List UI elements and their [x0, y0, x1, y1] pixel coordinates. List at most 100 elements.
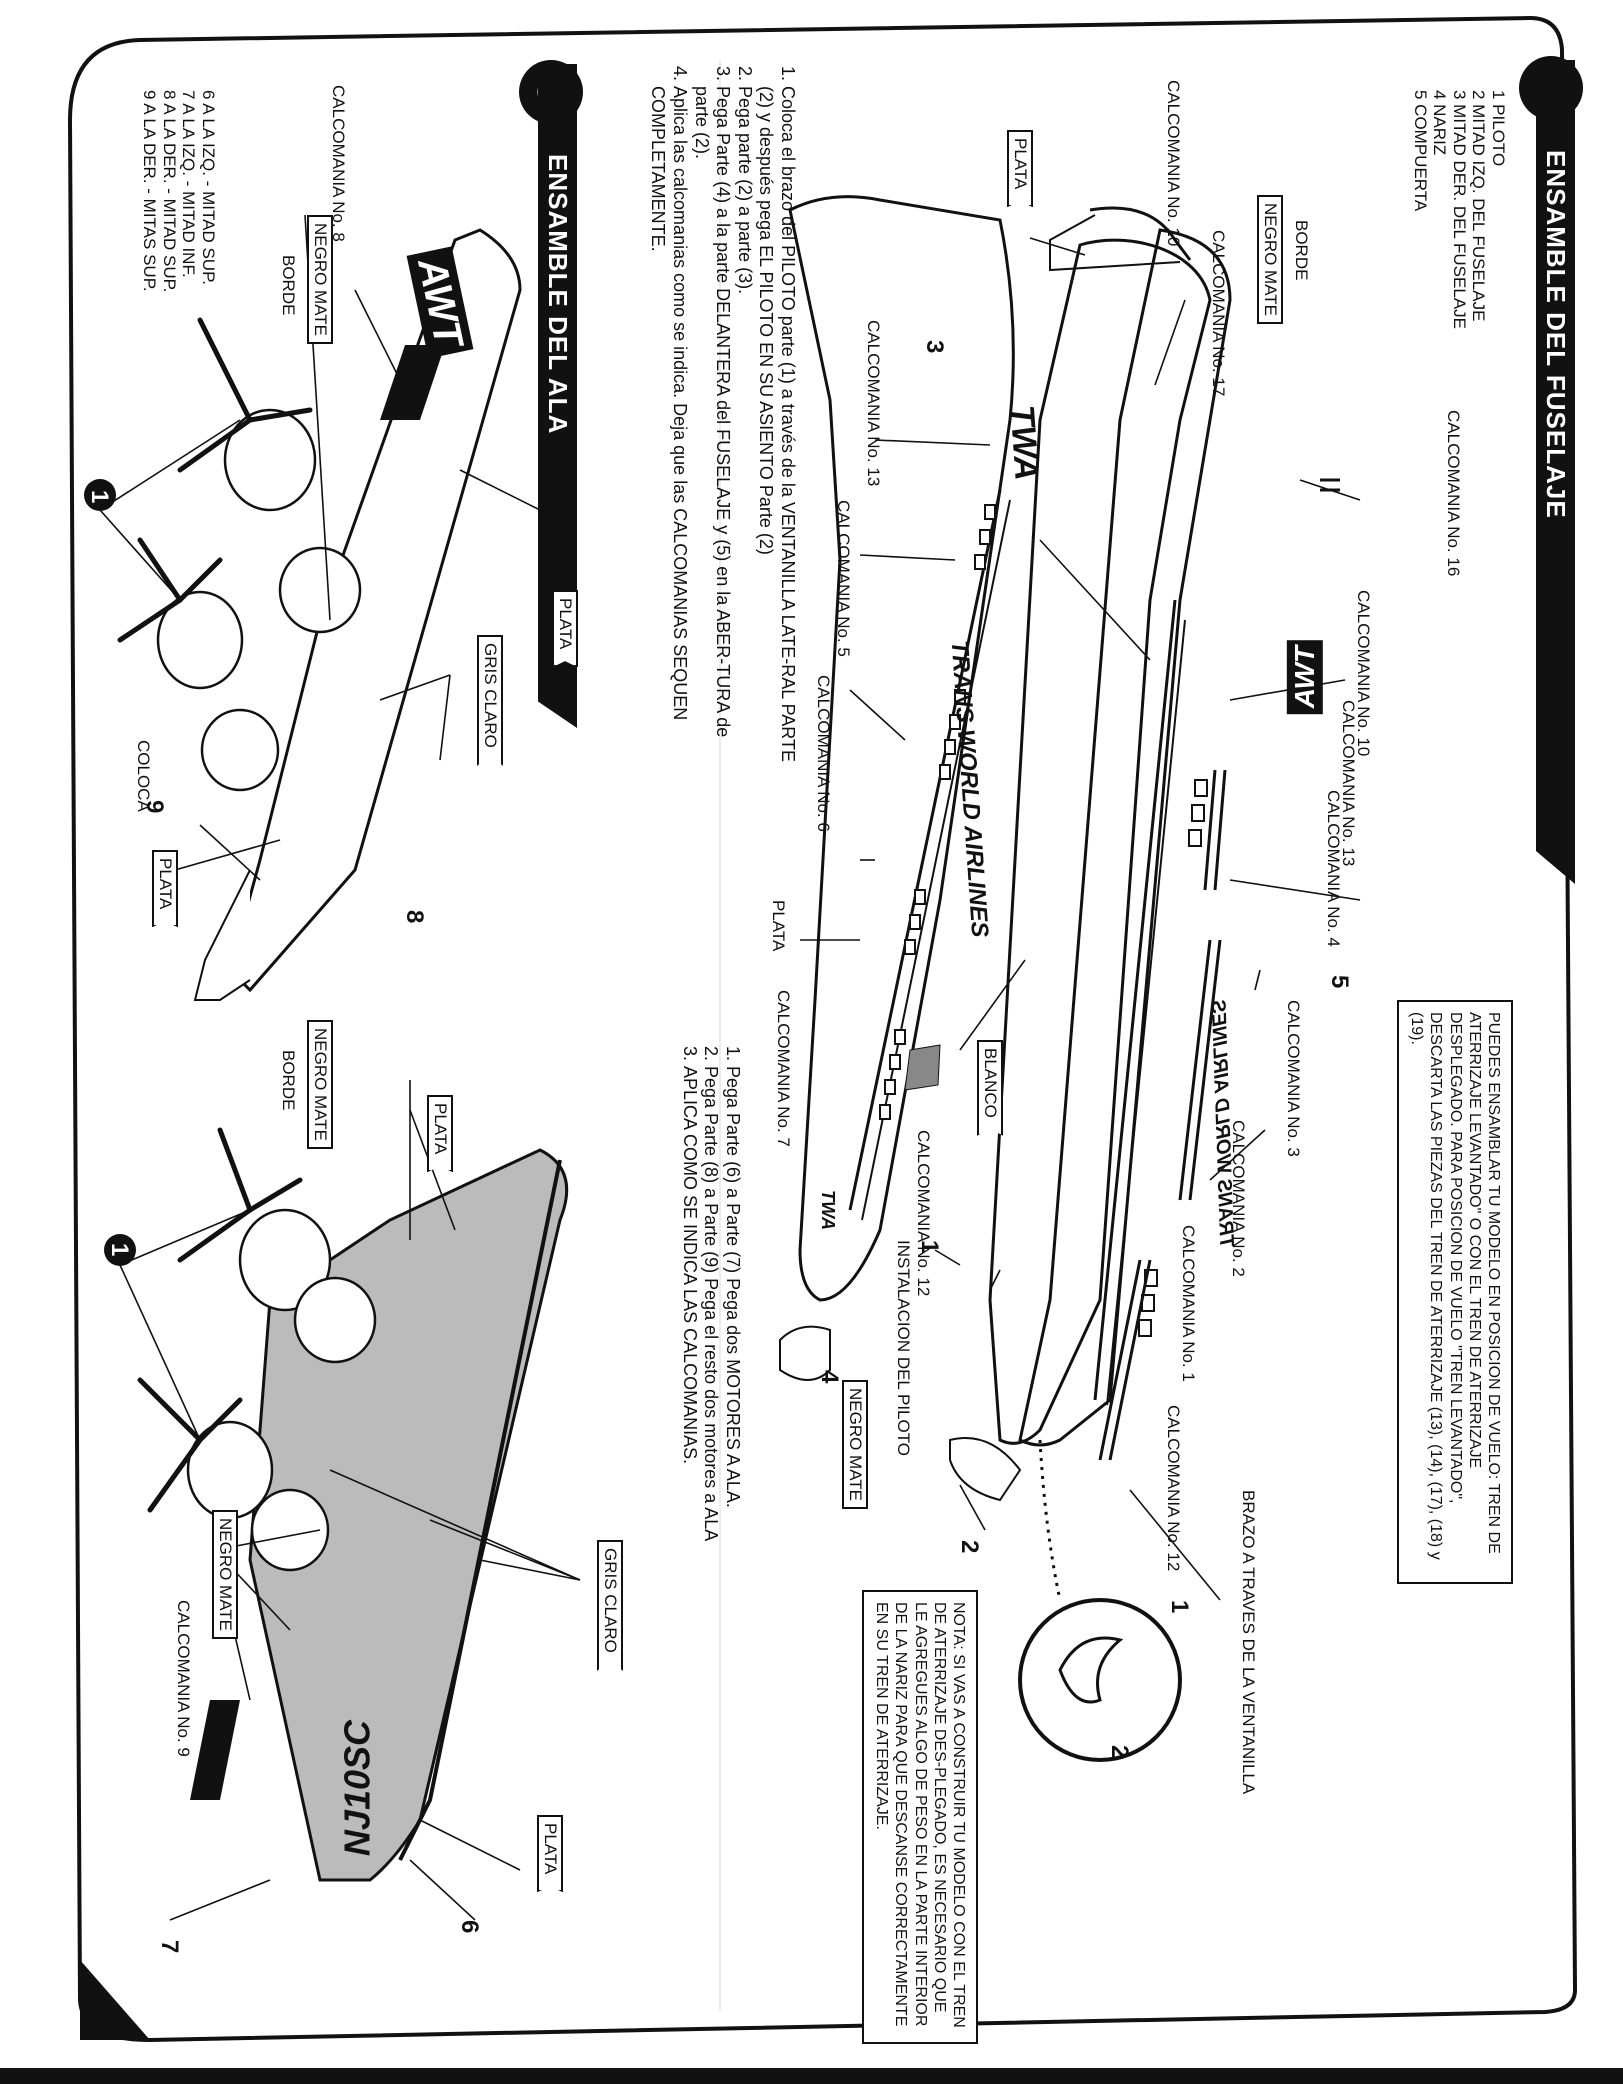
- part-item: 9 A LA DER. - MITAS SUP.: [140, 90, 160, 292]
- fuselage-right-half: [988, 238, 1212, 1445]
- wing-lower-top: [398, 1159, 562, 1861]
- label-negro-mate-wing-b: NEGRO MATE: [307, 1020, 333, 1150]
- decal-strips: [1098, 478, 1340, 1461]
- nose-piece: [779, 1325, 831, 1381]
- instruction-step: Pega Parte (8) a Parte (9) Pega el resto…: [700, 1066, 721, 1680]
- part-item: 1 PILOTO: [1489, 90, 1508, 167]
- label-plata-tail: PLATA: [1007, 130, 1033, 207]
- callout-1-fuselage: 1: [916, 1240, 943, 1254]
- callout-3: 3: [921, 340, 948, 354]
- fuselage-windows: [879, 504, 1208, 1337]
- label-plata-wing-d: PLATA: [537, 1815, 563, 1892]
- fuselage-left-half: [788, 195, 1232, 1447]
- label-plata-wing-b: PLATA: [152, 850, 178, 927]
- fuselage-stripe-4: [1106, 619, 1186, 1406]
- label-borde-wing-a: BORDE: [279, 255, 298, 316]
- label-cal17: CALCOMANIA No. 17: [1209, 230, 1228, 397]
- label-cal7: CALCOMANIA No. 7: [774, 990, 793, 1147]
- fuselage-tail: [1089, 206, 1192, 261]
- window-detail-arm: [1058, 1636, 1124, 1704]
- label-cal5: CALCOMANIA No. 5: [834, 500, 853, 657]
- wing-nc-decal: [190, 1700, 240, 1800]
- instruction-step: Coloca el brazo del PILOTO parte (1) a t…: [755, 86, 798, 780]
- decal-trans-world-mirror: TRANS WORLD AIRLINES: [1206, 999, 1238, 1249]
- instruction-step: Pega Parte (6) a Parte (7) Pega dos MOTO…: [721, 1066, 743, 1680]
- label-negro-mate-wing-a: NEGRO MATE: [307, 215, 333, 345]
- decal-twa: TWA: [1002, 403, 1046, 482]
- section-2-title: ENSAMBLE DEL FUSELAJE: [1536, 60, 1575, 884]
- instruction-step: Aplica las calcomanias como se indica. D…: [647, 86, 690, 780]
- nose-front: [949, 1437, 1022, 1502]
- detail-callout-2: 2: [1106, 1745, 1133, 1759]
- label-blanco: BLANCO: [977, 1040, 1003, 1136]
- callout-1-wing-a: 1: [86, 490, 113, 504]
- instruction-step: APLICA COMO SE INDICA LAS CALCOMANIAS.: [678, 1066, 700, 1680]
- propellers: [117, 317, 313, 1513]
- label-brazo: BRAZO A TRAVES DE LA VENTANILLA: [1239, 1490, 1258, 1795]
- section-3-parts-list: 6 A LA IZQ. - MITAD SUP. 7 A LA IZQ. - M…: [140, 90, 218, 293]
- window-detail-dots: [1038, 1439, 1062, 1601]
- part-item: 8 A LA DER. - MITAD SUP.: [159, 90, 179, 293]
- label-cal4: CALCOMANIA No. 4: [1324, 790, 1343, 947]
- instruction-step: Pega parte (2) a parte (3).: [733, 86, 755, 780]
- decal-awt-fuselage: AWT: [1286, 640, 1323, 715]
- part-item: 6 A LA IZQ. - MITAD SUP.: [199, 90, 218, 285]
- wing-upper-flap: [193, 869, 251, 1001]
- callout-1b: [104, 1234, 136, 1266]
- label-cal10a: CALCOMANIA No. 10: [1164, 80, 1183, 247]
- wing-awt-patch: [380, 345, 445, 420]
- fuselage-tail-2: [1049, 214, 1181, 272]
- flight-position-note: PUEDES ENSAMBLAR TU MODELO EN POSICION D…: [1397, 1000, 1513, 1584]
- label-cal13b: CALCOMANIA No. 13: [864, 320, 883, 487]
- label-cal9: CALCOMANIA No. 9: [174, 1600, 193, 1757]
- label-cal1: CALCOMANIA No. 1: [1179, 1225, 1198, 1382]
- part-item: 7 A LA IZQ. - MITAD INF.: [179, 90, 199, 278]
- label-plata-fuselage: PLATA: [769, 900, 788, 952]
- callout-1a: [84, 479, 116, 511]
- landing-gear-note: NOTA: SI VAS A CONSTRUIR TU MODELO CON E…: [862, 1590, 978, 2044]
- section-3-instructions: Pega Parte (6) a Parte (7) Pega dos MOTO…: [678, 1040, 743, 1680]
- fuselage-stripe-3: [1093, 599, 1177, 1401]
- decal-twa-small: TWA: [818, 1190, 838, 1230]
- part-item: 2 MITAD IZQ. DEL FUSELAJE: [1469, 90, 1489, 322]
- callout-5: 5: [1326, 975, 1353, 989]
- corner-mark: [80, 1960, 150, 2040]
- section-2-instructions: Coloca el brazo del PILOTO parte (1) a t…: [647, 60, 798, 780]
- label-negro-mate-nose: NEGRO MATE: [842, 1380, 868, 1510]
- label-negro-mate-tail: NEGRO MATE: [1257, 195, 1283, 325]
- label-borde-tail: BORDE: [1292, 220, 1311, 281]
- callout-8: 8: [401, 910, 428, 924]
- label-cal6: CALCOMANIA No. 6: [814, 675, 833, 832]
- part-item: 5 COMPUERTA: [1410, 90, 1430, 212]
- callout-2-fuselage: 2: [956, 1540, 983, 1554]
- label-plata-wing-a: PLATA: [552, 590, 578, 667]
- part-item: 4 NARIZ: [1430, 90, 1450, 156]
- window-detail-circle: [1018, 1598, 1182, 1762]
- decal-trans-world: TRANS WORLD AIRLINES: [945, 639, 994, 939]
- part-item: 3 MITAD DER. DEL FUSELAJE: [1449, 90, 1469, 329]
- decal-awt-wing: AWT: [406, 246, 474, 359]
- section-2-parts-list: 1 PILOTO 2 MITAD IZQ. DEL FUSELAJE 3 MIT…: [1410, 90, 1508, 329]
- fuselage-stripe-2: [861, 499, 1011, 1221]
- callout-6: 6: [456, 1920, 483, 1934]
- us-flag: [904, 1044, 941, 1091]
- callout-1-wing-b: 1: [106, 1243, 133, 1257]
- label-cal12a: CALCOMANIA No. 12: [1164, 1405, 1183, 1572]
- label-coloca: COLOCA: [134, 740, 153, 812]
- bottom-strip: [0, 2068, 1623, 2084]
- decal-nc-wing: NJ10SC: [336, 1720, 378, 1857]
- label-cal3: CALCOMANIA No. 3: [1284, 1000, 1303, 1157]
- label-instalacion: INSTALACION DEL PILOTO: [894, 1240, 913, 1457]
- label-plata-wing-c: PLATA: [427, 1095, 453, 1172]
- detail-callout-1: 1: [1166, 1600, 1193, 1614]
- label-cal12b: CALCOMANIA No. 12: [914, 1130, 933, 1297]
- label-borde-wing-b: BORDE: [279, 1050, 298, 1111]
- label-gris-claro-wing-a: GRIS CLARO: [477, 635, 503, 766]
- fuselage-stripe-1: [848, 489, 1002, 1211]
- label-cal16: CALCOMANIA No. 16: [1444, 410, 1463, 577]
- instruction-step: Pega Parte (4) a la parte DELANTERA del …: [690, 86, 734, 780]
- engines: [156, 408, 377, 1572]
- label-gris-claro-wing-b: GRIS CLARO: [597, 1540, 623, 1671]
